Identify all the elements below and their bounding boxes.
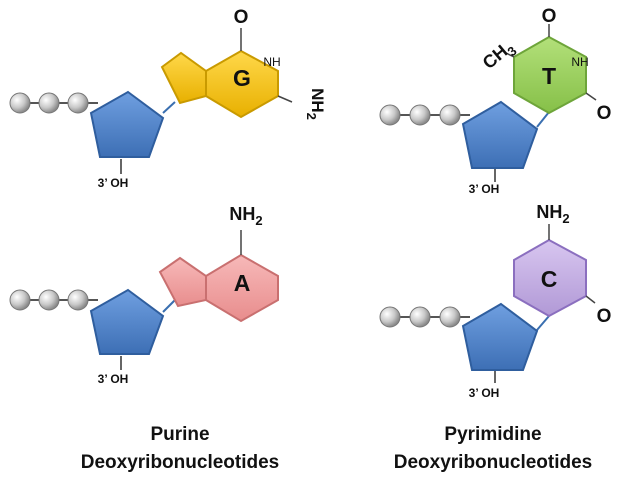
pyrimidine-caption: Pyrimidine Deoxyribonucleotides [355,421,631,477]
base-letter: G [233,65,251,91]
phosphate-group [38,289,60,311]
oxygen-label: O [234,7,249,28]
base-letter: A [234,270,251,296]
deoxyribose-sugar [89,90,165,158]
phosphate-chain [379,306,470,328]
phosphate-group [409,104,431,126]
phosphate-group [379,104,401,126]
pyrimidine-caption-line1: Pyrimidine [444,424,542,445]
thymine-base: T NH O O CH3 [479,6,612,124]
phosphate-chain [379,104,470,126]
phosphate-group [67,92,89,114]
cytosine-base: C NH2 O [513,202,612,327]
cytosine-nucleotide: C NH2 O 3’ OH [379,202,612,400]
phosphate-group [379,306,401,328]
phosphate-chain [9,289,98,311]
adenine-nucleotide: A NH2 3’ OH [9,204,279,386]
phosphate-group [38,92,60,114]
3-oh-label: 3’ OH [469,182,500,196]
oxygen-label: O [597,306,612,327]
3-oh-label: 3’ OH [98,372,129,386]
phosphate-group [439,306,461,328]
purine-caption: Purine Deoxyribonucleotides [60,421,300,477]
nh-label: NH [571,55,588,69]
base-letter: T [542,63,556,89]
nh2-label: NH2 [229,204,262,228]
deoxyribose-sugar [89,288,165,355]
guanine-base: G NH O NH2 [160,7,327,120]
phosphate-group [9,92,31,114]
oxygen-label: O [542,6,557,27]
phosphate-chain [9,92,98,114]
adenine-base: A NH2 [158,204,279,323]
phosphate-group [67,289,89,311]
purine-caption-line1: Purine [150,424,210,445]
thymine-nucleotide: T NH O O CH3 3’ OH [379,6,612,196]
phosphate-group [439,104,461,126]
phosphate-group [9,289,31,311]
oxygen-label: O [597,103,612,124]
phosphate-group [409,306,431,328]
nh2-label: NH2 [304,88,327,120]
deoxyribose-sugar [461,100,539,169]
3-oh-label: 3’ OH [469,386,500,400]
nh2-label: NH2 [536,202,569,226]
purine-caption-line2: Deoxyribonucleotides [80,452,280,473]
pyrimidine-caption-line2: Deoxyribonucleotides [393,452,593,473]
guanine-nucleotide: G NH O NH2 3’ OH [9,7,327,190]
base-letter: C [541,266,558,292]
3-oh-label: 3’ OH [98,176,129,190]
nh-label: NH [263,55,280,69]
deoxyribose-sugar [461,302,539,371]
